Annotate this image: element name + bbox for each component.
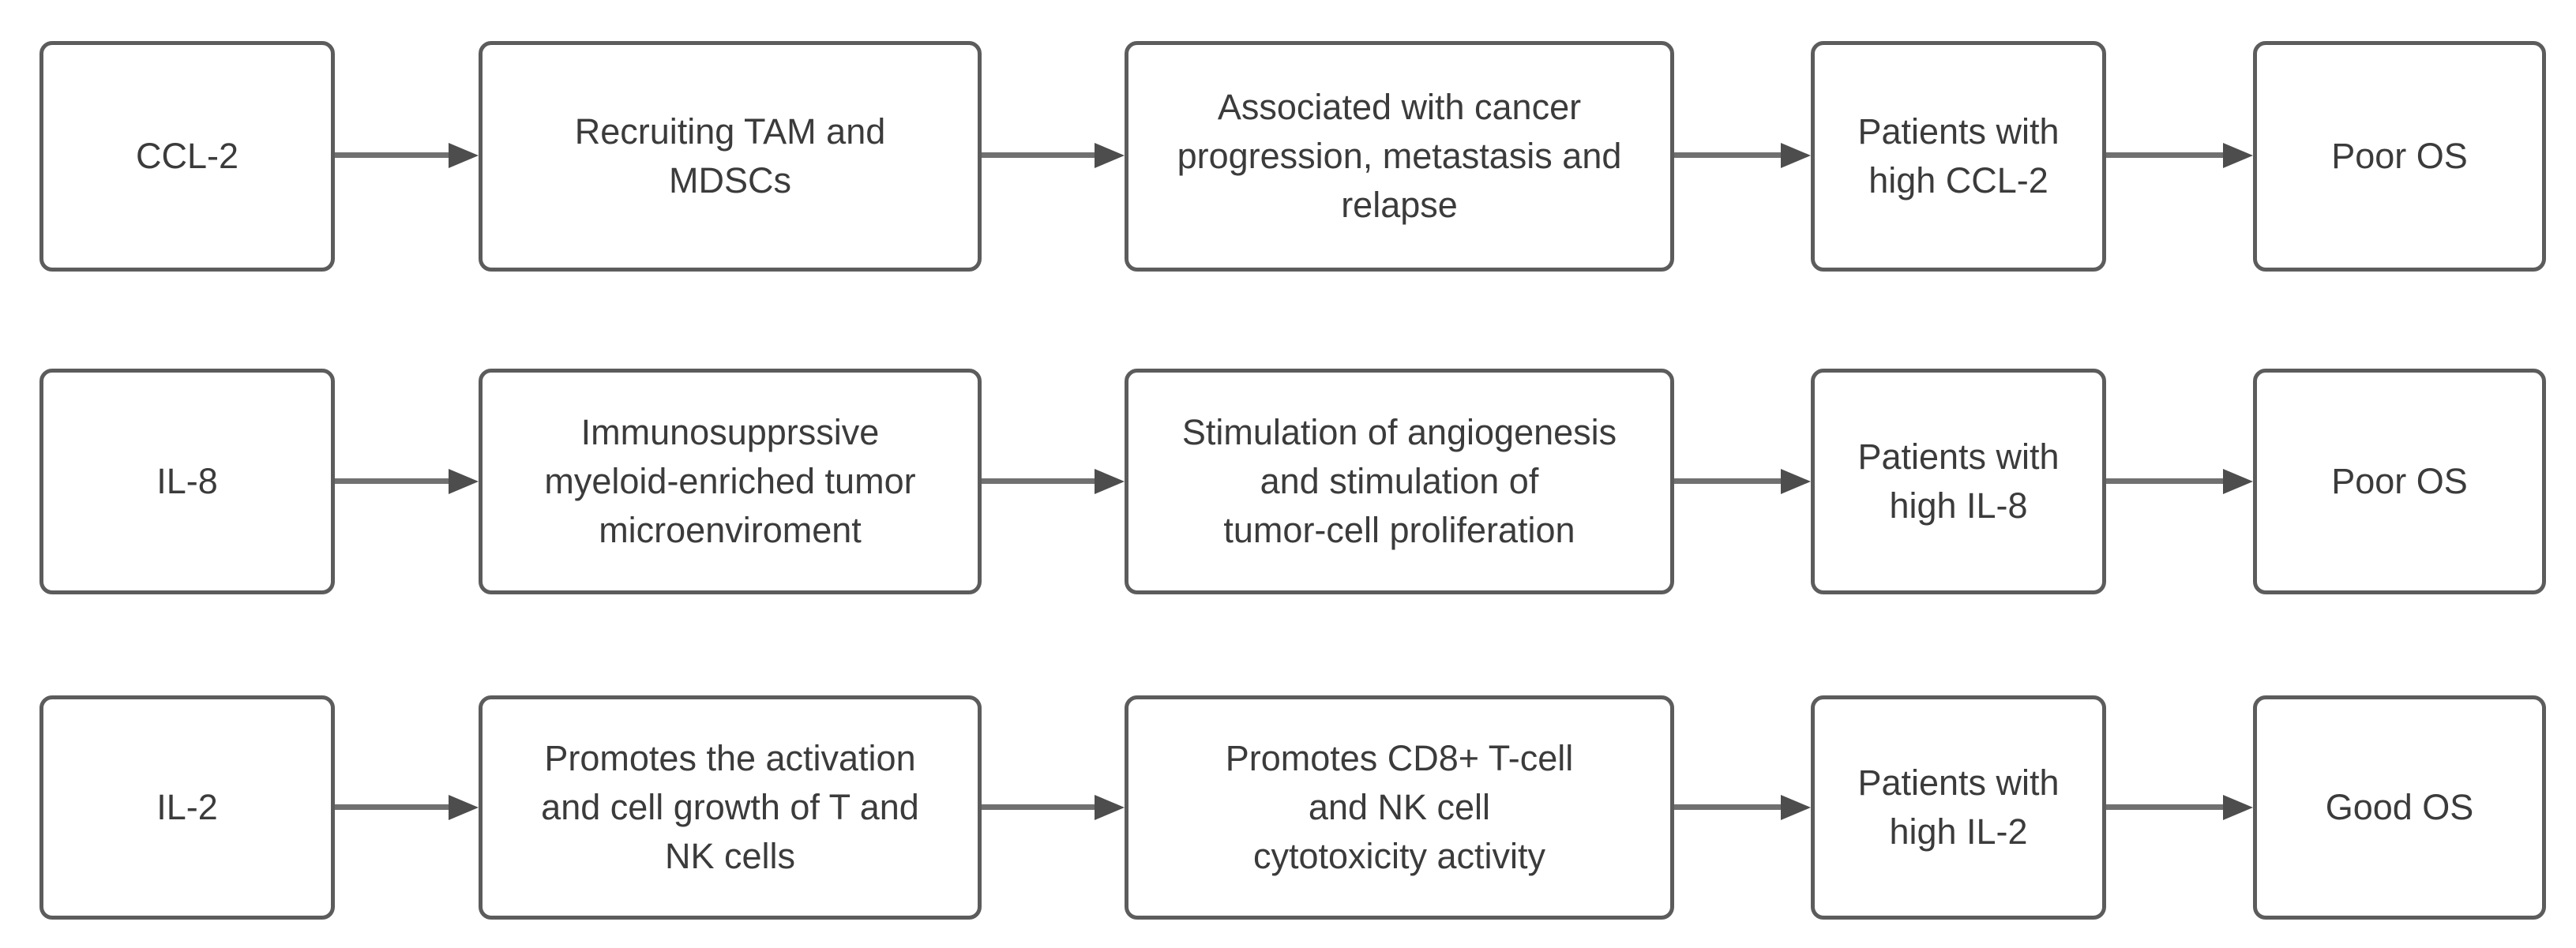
flow-arrow-icon [1674, 791, 1811, 824]
node-label: Associated with cancer progression, meta… [1177, 87, 1622, 225]
flow-arrow-icon [2106, 139, 2253, 172]
flow-arrow-icon [335, 791, 479, 824]
node-label: Promotes CD8+ T-cell and NK cell cytotox… [1225, 738, 1574, 876]
node-il8-outcome: Poor OS [2253, 369, 2546, 594]
node-il8-effect: Stimulation of angiogenesis and stimulat… [1125, 369, 1674, 594]
node-label: Poor OS [2331, 136, 2468, 176]
node-il2-patients: Patients with high IL-2 [1811, 695, 2106, 920]
node-ccl2-outcome: Poor OS [2253, 41, 2546, 272]
node-label: Recruiting TAM and MDSCs [574, 111, 886, 200]
node-label: IL-8 [156, 461, 218, 501]
flow-arrow-icon [1674, 139, 1811, 172]
node-il8-patients: Patients with high IL-8 [1811, 369, 2106, 594]
arrow-line [2106, 152, 2228, 158]
arrow-line [982, 478, 1099, 484]
arrow-head-icon [1781, 795, 1811, 820]
flow-arrow-icon [982, 139, 1125, 172]
arrow-line [335, 804, 453, 810]
arrow-head-icon [449, 795, 479, 820]
arrow-head-icon [1781, 469, 1811, 494]
arrow-line [1674, 478, 1786, 484]
node-label: Immunosupprssive myeloid-enriched tumor … [544, 412, 916, 550]
arrow-head-icon [1781, 143, 1811, 168]
arrow-head-icon [449, 469, 479, 494]
node-il2-function: Promotes the activation and cell growth … [479, 695, 982, 920]
node-label: Good OS [2325, 787, 2474, 827]
arrow-line [2106, 478, 2228, 484]
node-il8-function: Immunosupprssive myeloid-enriched tumor … [479, 369, 982, 594]
arrow-head-icon [1095, 795, 1125, 820]
node-ccl2-association: Associated with cancer progression, meta… [1125, 41, 1674, 272]
node-label: Patients with high IL-2 [1857, 763, 2060, 852]
node-label: IL-2 [156, 787, 218, 827]
node-ccl2: CCL-2 [39, 41, 335, 272]
arrow-head-icon [1095, 143, 1125, 168]
arrow-line [1674, 152, 1786, 158]
arrow-line [2106, 804, 2228, 810]
node-il2-outcome: Good OS [2253, 695, 2546, 920]
arrow-head-icon [2223, 469, 2253, 494]
node-label: CCL-2 [135, 136, 239, 176]
arrow-line [1674, 804, 1786, 810]
node-label: Stimulation of angiogenesis and stimulat… [1181, 412, 1617, 550]
node-label: Promotes the activation and cell growth … [541, 738, 919, 876]
node-ccl2-patients: Patients with high CCL-2 [1811, 41, 2106, 272]
flow-arrow-icon [982, 791, 1125, 824]
flow-arrow-icon [2106, 465, 2253, 498]
node-label: Patients with high CCL-2 [1857, 111, 2060, 200]
flow-arrow-icon [2106, 791, 2253, 824]
flow-arrow-icon [1674, 465, 1811, 498]
arrow-line [335, 478, 453, 484]
flow-arrow-icon [335, 465, 479, 498]
flow-arrow-icon [335, 139, 479, 172]
node-label: Patients with high IL-8 [1857, 437, 2060, 526]
node-il2-effect: Promotes CD8+ T-cell and NK cell cytotox… [1125, 695, 1674, 920]
arrow-head-icon [2223, 143, 2253, 168]
flow-arrow-icon [982, 465, 1125, 498]
arrow-head-icon [1095, 469, 1125, 494]
arrow-head-icon [449, 143, 479, 168]
arrow-head-icon [2223, 795, 2253, 820]
node-il8: IL-8 [39, 369, 335, 594]
arrow-line [335, 152, 453, 158]
arrow-line [982, 152, 1099, 158]
node-il2: IL-2 [39, 695, 335, 920]
node-label: Poor OS [2331, 461, 2468, 501]
arrow-line [982, 804, 1099, 810]
node-ccl2-function: Recruiting TAM and MDSCs [479, 41, 982, 272]
